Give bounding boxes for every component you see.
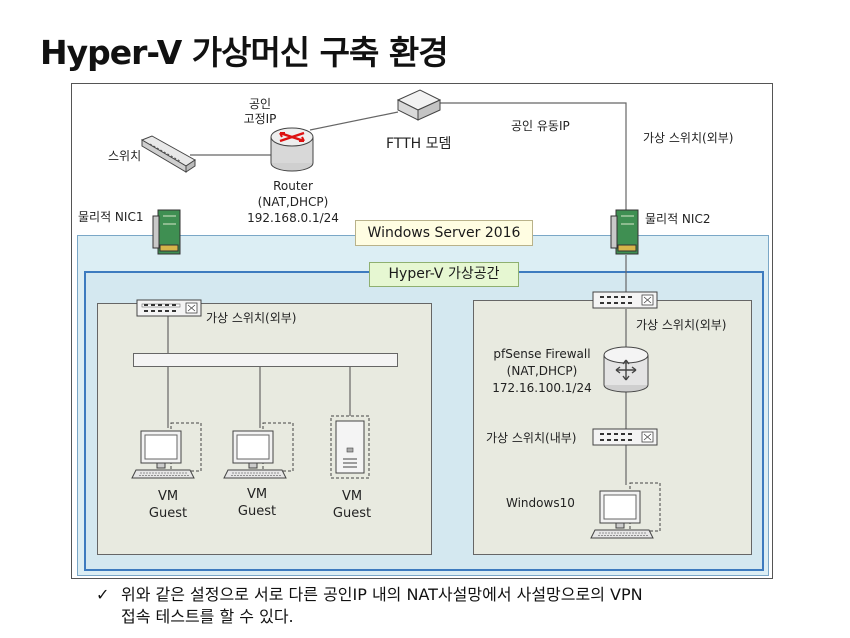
windows-server-label: Windows Server 2016 [355, 220, 533, 246]
public-dynamic-ip-label: 공인 유동IP [511, 119, 570, 133]
vm-guest-1-line1: VM [157, 489, 179, 504]
nic2-label: 물리적 NIC2 [645, 212, 711, 226]
router-label-line3: 192.168.0.1/24 [247, 211, 339, 225]
router-icon [270, 127, 314, 172]
public-static-ip-line1: 공인 [248, 97, 272, 111]
windows10-label: Windows10 [506, 496, 575, 510]
windows10-computer-icon [590, 482, 661, 539]
ftth-modem-label: FTTH 모뎀 [386, 136, 452, 152]
switch-icon [140, 135, 196, 173]
nic1-card-icon [152, 209, 181, 255]
pfsense-label: pfSense Firewall (NAT,DHCP) 172.16.100.1… [486, 346, 598, 397]
page-title: Hyper-V 가상머신 구축 환경 [40, 33, 449, 72]
left-virtual-bus-bar [133, 353, 398, 367]
left-vm-network-box [97, 303, 432, 555]
router-label: Router (NAT,DHCP) 192.168.0.1/24 [240, 178, 346, 226]
pfsense-firewall-icon [603, 346, 649, 393]
right-vswitch-external-label: 가상 스위치(외부) [636, 318, 727, 332]
pfsense-label-line3: 172.16.100.1/24 [492, 381, 592, 395]
router-modem-link [309, 111, 399, 131]
vm-guest-3-server-icon [330, 415, 370, 479]
vm-guest-3-line2: Guest [332, 506, 372, 521]
router-label-line1: Router [273, 179, 313, 193]
note-line2: 접속 테스트를 할 수 있다. [121, 607, 294, 626]
vm-guest-2-line1: VM [246, 487, 268, 502]
pfsense-label-line2: (NAT,DHCP) [506, 364, 578, 378]
modem-nic2-link [440, 102, 627, 210]
note-line1: 위와 같은 설정으로 서로 다른 공인IP 내의 NAT사설망에서 사설망으로의… [121, 585, 643, 604]
note-checkmark: ✓ [96, 585, 110, 604]
right-pfsense-network-box [473, 300, 752, 555]
router-label-line2: (NAT,DHCP) [257, 195, 329, 209]
right-vswitch-internal-label: 가상 스위치(내부) [486, 431, 577, 445]
vm-guest-2-computer-icon [223, 422, 294, 479]
nic2-card-icon [610, 209, 639, 255]
nic1-label: 물리적 NIC1 [78, 210, 144, 224]
vm-guest-2-line2: Guest [237, 504, 277, 519]
modem-icon [396, 89, 442, 121]
public-static-ip-line2: 고정IP [243, 112, 277, 126]
vm-guest-1-line2: Guest [148, 506, 188, 521]
hyperv-space-label: Hyper-V 가상공간 [369, 262, 519, 287]
left-vswitch-label: 가상 스위치(외부) [206, 311, 297, 325]
vm-guest-1-computer-icon [131, 422, 202, 479]
public-static-ip-label: 공인 고정IP [238, 97, 282, 127]
vm-guest-3-label: VM Guest [327, 488, 377, 522]
vm-guest-1-label: VM Guest [143, 488, 193, 522]
pfsense-label-line1: pfSense Firewall [493, 347, 591, 361]
right-external-virtual-switch-icon [592, 291, 658, 309]
switch-label: 스위치 [108, 149, 142, 163]
left-virtual-switch-icon [136, 299, 202, 317]
right-internal-virtual-switch-icon [592, 428, 658, 446]
vm-guest-3-line1: VM [341, 489, 363, 504]
vm-guest-2-label: VM Guest [232, 486, 282, 520]
virtual-switch-external-top-label: 가상 스위치(외부) [643, 131, 734, 145]
